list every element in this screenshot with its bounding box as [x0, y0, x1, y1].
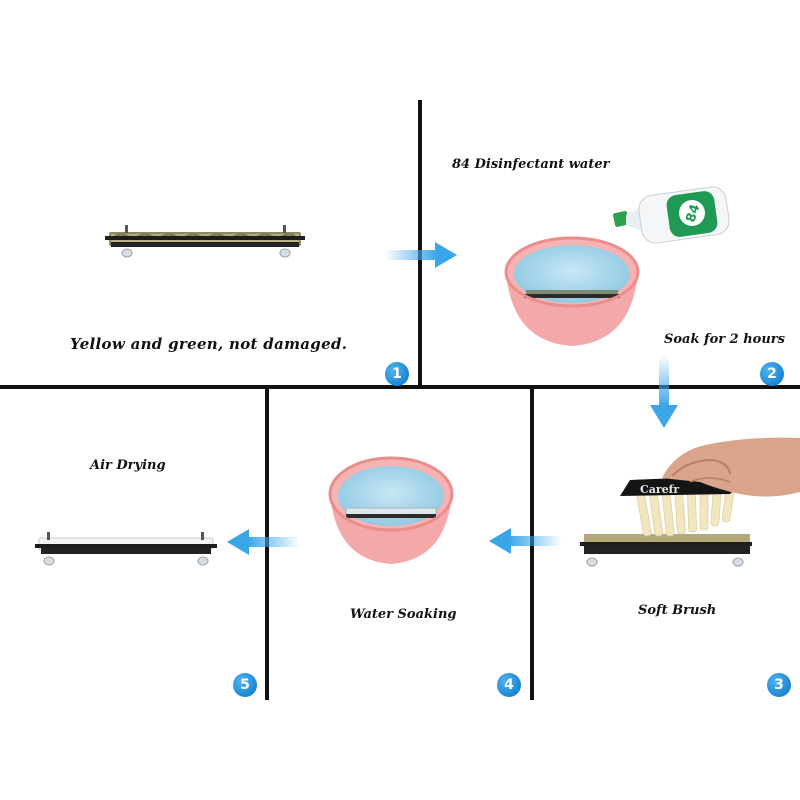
arrow-left-icon — [227, 529, 300, 555]
brush-brand-text: Carefr — [640, 483, 679, 496]
divider-top-vertical — [418, 100, 422, 387]
arrow-right-icon — [385, 242, 457, 268]
clean-air-stone-bar — [35, 532, 217, 566]
arrow-down-icon — [650, 355, 678, 428]
arrow-left-icon — [489, 528, 562, 554]
divider-horizontal — [0, 385, 800, 389]
step-badge-3: 3 — [767, 673, 791, 697]
panel-1-caption: Yellow and green, not damaged. — [70, 335, 348, 353]
bottle-label-text: 84 — [683, 203, 703, 225]
step-badge-2: 2 — [760, 362, 784, 386]
brush-scrubbing-bar: Carefr — [580, 437, 800, 567]
disinfectant-bottle-icon: 84 — [613, 186, 730, 244]
panel-5-caption: Air Drying — [90, 458, 166, 473]
step-badge-5: 5 — [233, 673, 257, 697]
panel-2-caption: 84 Disinfectant water — [452, 157, 610, 172]
step-badge-4: 4 — [497, 673, 521, 697]
soaking-bowl-small — [328, 456, 454, 564]
soaking-bowl-large — [504, 236, 640, 346]
panel-3-caption: Soft Brush — [638, 603, 717, 618]
step-badge-1: 1 — [385, 362, 409, 386]
dirty-air-stone-bar — [105, 225, 305, 258]
panel-2-subcaption: Soak for 2 hours — [664, 332, 785, 347]
panel-4-caption: Water Soaking — [350, 607, 457, 622]
